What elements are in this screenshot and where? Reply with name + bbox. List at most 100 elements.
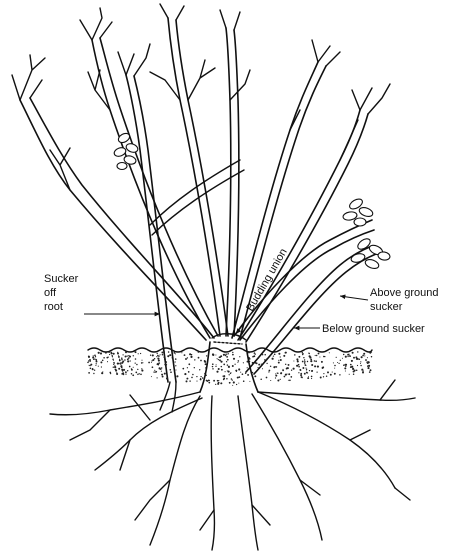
soil-dot: [182, 368, 184, 370]
soil-dot: [232, 352, 233, 353]
soil-dot: [238, 383, 239, 384]
soil-dot: [370, 369, 372, 371]
soil-dot: [98, 352, 100, 354]
soil-dot: [141, 368, 142, 369]
soil-dot: [218, 380, 219, 381]
soil-dot: [280, 372, 282, 374]
soil-dot: [213, 380, 215, 382]
soil-dot: [96, 361, 98, 363]
soil-dot: [270, 355, 271, 356]
soil-dot: [167, 355, 169, 357]
svg-text:root: root: [44, 301, 63, 313]
soil-dot: [345, 370, 346, 371]
soil-dot: [88, 372, 90, 374]
soil-dot: [311, 376, 313, 378]
soil-dot: [243, 362, 244, 363]
svg-text:Above ground: Above ground: [370, 287, 439, 299]
soil-dot: [238, 360, 240, 362]
soil-dot: [113, 362, 114, 363]
soil-dot: [319, 356, 320, 357]
soil-dot: [169, 369, 171, 371]
soil-dot: [151, 362, 152, 363]
soil-dot: [154, 358, 155, 359]
soil-dot: [119, 359, 121, 361]
soil-dot: [322, 367, 324, 369]
soil-dot: [87, 362, 89, 364]
soil-dot: [304, 362, 306, 364]
soil-dot: [336, 357, 337, 358]
soil-dot: [191, 377, 193, 379]
soil-dot: [212, 363, 214, 365]
soil-dot: [152, 366, 154, 368]
soil-dot: [113, 353, 115, 355]
soil-dot: [100, 352, 102, 354]
soil-dot: [118, 356, 120, 358]
soil-dot: [93, 373, 94, 374]
soil-dot: [103, 357, 105, 359]
soil-dot: [94, 358, 95, 359]
soil-dot: [356, 358, 358, 360]
soil-dot: [363, 370, 364, 371]
soil-dot: [248, 352, 249, 353]
soil-dot: [347, 356, 348, 357]
soil-dot: [276, 366, 278, 368]
soil-dot: [357, 351, 358, 352]
soil-dot: [285, 374, 287, 376]
soil-dot: [139, 373, 140, 374]
soil-dot: [116, 373, 118, 375]
soil-dot: [261, 363, 262, 364]
soil-dot: [221, 369, 223, 371]
soil-dot: [262, 354, 263, 355]
soil-dot: [135, 351, 137, 353]
label-above-ground-sucker: Above ground sucker: [340, 287, 439, 313]
soil-dot: [187, 357, 188, 358]
soil-dot: [343, 354, 344, 355]
soil-dot: [240, 372, 241, 373]
soil-dot: [333, 362, 334, 363]
soil-dot: [92, 357, 94, 359]
soil-dot: [175, 369, 176, 370]
soil-dot: [129, 366, 131, 368]
soil-dot: [356, 369, 358, 371]
soil-dot: [106, 357, 108, 359]
soil-dot: [350, 364, 352, 366]
soil-dot: [221, 366, 222, 367]
soil-dot: [125, 351, 127, 353]
soil-dot: [308, 376, 309, 377]
soil-dot: [140, 373, 142, 375]
soil-dot: [218, 359, 219, 360]
soil-dot: [308, 353, 309, 354]
soil-dot: [340, 360, 341, 361]
soil-dot: [223, 377, 224, 378]
soil-dot: [107, 361, 108, 362]
soil-dot: [277, 372, 279, 374]
soil-dot: [257, 357, 259, 359]
soil-dot: [236, 384, 237, 385]
soil-dot: [88, 356, 90, 358]
soil-dot: [290, 376, 292, 378]
soil-dot: [205, 363, 207, 365]
soil-dot: [360, 361, 361, 362]
soil-dot: [95, 359, 97, 361]
soil-dot: [231, 378, 233, 380]
soil-dot: [191, 354, 193, 356]
soil-dot: [135, 358, 137, 360]
soil-dot: [174, 361, 175, 362]
soil-dot: [307, 372, 308, 373]
soil-dot: [113, 360, 114, 361]
soil-dot: [157, 358, 159, 360]
soil-dot: [136, 364, 138, 366]
soil-dot: [212, 353, 214, 355]
soil-dot: [189, 380, 190, 381]
soil-dot: [310, 360, 312, 362]
soil-dot: [264, 359, 266, 361]
soil-dot: [105, 352, 107, 354]
soil-dot: [277, 379, 279, 381]
soil-dot: [270, 380, 271, 381]
soil-dot: [185, 358, 187, 360]
soil-dot: [151, 360, 152, 361]
soil-dot: [236, 371, 237, 372]
soil-dot: [175, 353, 176, 354]
soil-dot: [141, 370, 143, 372]
soil-dot: [121, 359, 123, 361]
